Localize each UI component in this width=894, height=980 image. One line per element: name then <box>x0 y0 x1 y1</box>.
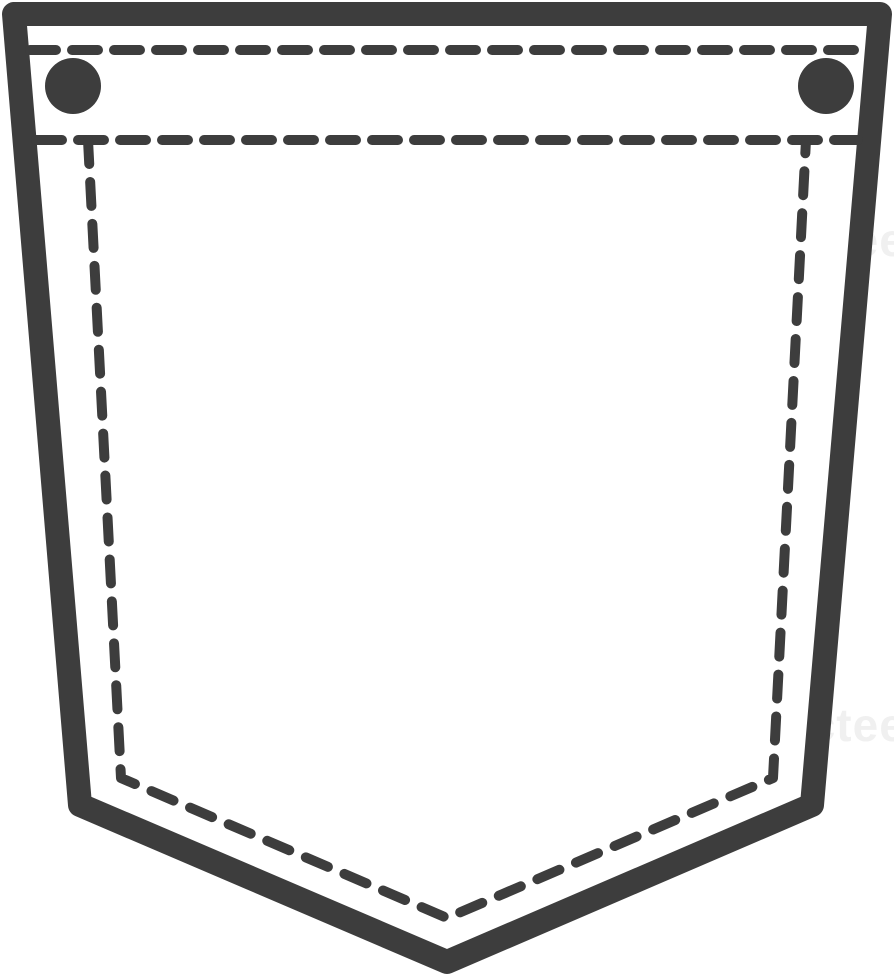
rivet-icon <box>45 58 101 114</box>
rivet-icon <box>798 58 854 114</box>
inner-stitch-outline <box>83 135 811 923</box>
